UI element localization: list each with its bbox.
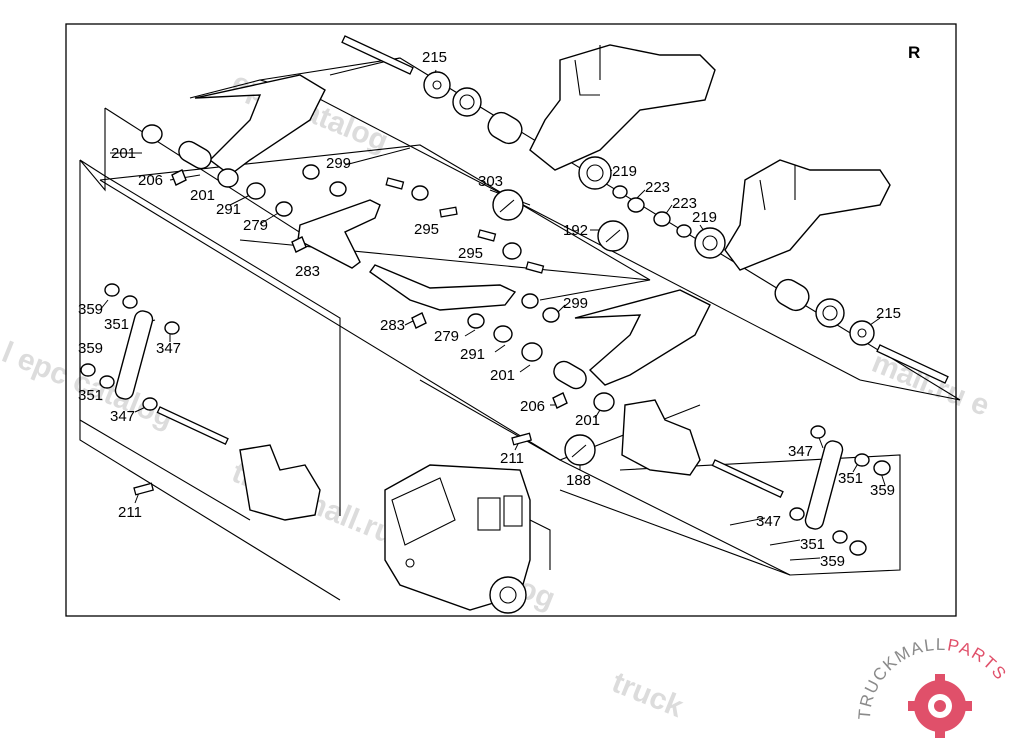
callout-188: 188 — [566, 472, 591, 489]
callout-359: 359 — [820, 553, 845, 570]
callout-223: 223 — [645, 179, 670, 196]
callout-347: 347 — [788, 443, 813, 460]
bushings — [178, 111, 810, 390]
callout-347: 347 — [110, 408, 135, 425]
callout-351: 351 — [78, 387, 103, 404]
linkage-rod-1 — [297, 199, 381, 269]
callout-201: 201 — [575, 412, 600, 429]
callout-351: 351 — [800, 536, 825, 553]
callout-215: 215 — [422, 49, 447, 66]
linkage-rod-2 — [369, 264, 517, 311]
upper-spring-arm — [194, 74, 326, 176]
spring-hanger-upper — [529, 44, 716, 171]
callout-211: 211 — [118, 504, 142, 521]
truckmall-logo: TRUCKMALLPARTS — [855, 635, 1009, 738]
callout-291: 291 — [216, 201, 241, 218]
spring-hanger-lower — [724, 159, 891, 271]
callout-291: 291 — [460, 346, 485, 363]
callout-303: 303 — [478, 173, 503, 190]
callout-279: 279 — [243, 217, 268, 234]
shock-absorber-right — [804, 440, 844, 530]
callout-206: 206 — [138, 172, 163, 189]
callout-299: 299 — [326, 155, 351, 172]
corner-label: R — [908, 43, 920, 62]
callout-295: 295 — [458, 245, 483, 262]
callout-283: 283 — [380, 317, 405, 334]
callout-359: 359 — [78, 340, 103, 357]
callout-347: 347 — [756, 513, 781, 530]
callout-211: 211 — [500, 450, 524, 467]
callout-359: 359 — [870, 482, 895, 499]
callout-279: 279 — [434, 328, 459, 345]
bolts-and-pins — [133, 35, 949, 498]
callout-295: 295 — [414, 221, 439, 238]
callout-201: 201 — [111, 145, 136, 162]
wrench-icon — [492, 189, 629, 466]
mount-bracket-left — [239, 444, 321, 521]
callout-206: 206 — [520, 398, 545, 415]
callout-223: 223 — [672, 195, 697, 212]
callout-283: 283 — [295, 263, 320, 280]
callout-labels: 215 215 201 201 201 201 206 206 291 291 … — [78, 49, 901, 570]
callout-201: 201 — [190, 187, 215, 204]
callout-215: 215 — [876, 305, 901, 322]
callout-299: 299 — [563, 295, 588, 312]
right-plate — [559, 454, 901, 576]
callout-347: 347 — [156, 340, 181, 357]
callout-201: 201 — [490, 367, 515, 384]
callout-192: 192 — [563, 222, 588, 239]
callout-219: 219 — [612, 163, 637, 180]
callout-351: 351 — [104, 316, 129, 333]
diagram-frame — [65, 23, 957, 617]
truck-cab-illustration — [384, 464, 551, 614]
mount-bracket-right — [621, 399, 701, 476]
callout-359: 359 — [78, 301, 103, 318]
washers-and-nuts — [80, 71, 891, 556]
svg-text:truck: truck — [607, 666, 688, 724]
callout-219: 219 — [692, 209, 717, 226]
lower-spring-arm — [574, 289, 711, 386]
shock-absorber-left — [114, 310, 154, 400]
callout-351: 351 — [838, 470, 863, 487]
svg-text:mall.ru e: mall.ru e — [867, 346, 994, 423]
grease-nipples — [171, 169, 568, 409]
left-plate — [79, 107, 341, 601]
